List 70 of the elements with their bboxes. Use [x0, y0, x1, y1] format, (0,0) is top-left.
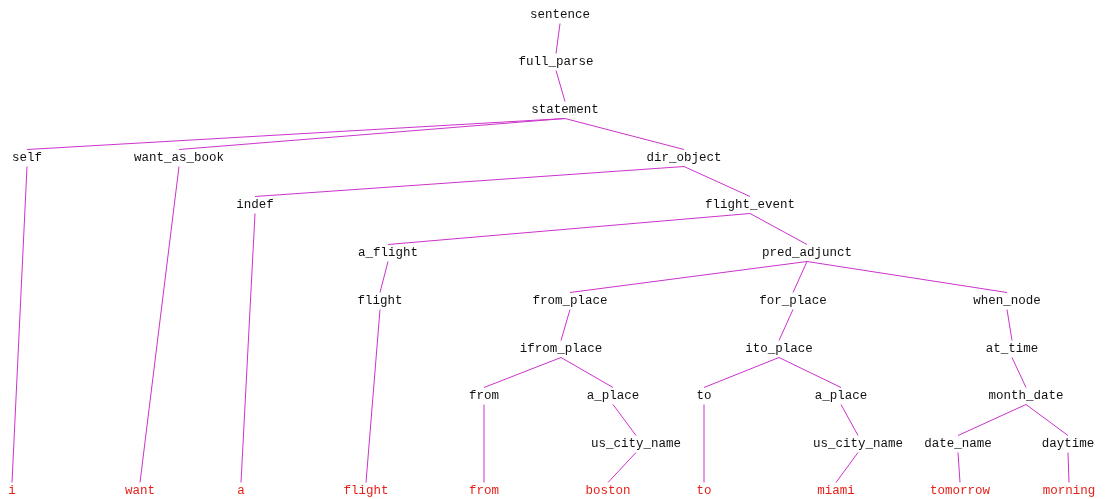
category-label: for_place: [759, 293, 827, 309]
category-label: a_place: [814, 388, 868, 404]
category-label: when_node: [973, 293, 1041, 309]
word-label: to: [696, 483, 712, 499]
tree-branch: [835, 452, 859, 483]
word-label: miami: [817, 483, 855, 499]
word-label: boston: [585, 483, 631, 499]
category-label: full_parse: [518, 54, 594, 70]
category-label: month_date: [988, 388, 1064, 404]
tree-branch: [806, 261, 1008, 293]
tree-branch: [11, 166, 28, 483]
tree-branch: [957, 404, 1027, 436]
tree-branch: [560, 309, 571, 341]
tree-branch: [1067, 452, 1070, 483]
tree-branch: [555, 70, 566, 102]
category-label: from_place: [532, 293, 608, 309]
word-label: a: [237, 483, 245, 499]
tree-branch: [387, 213, 751, 245]
tree-branch: [564, 118, 685, 150]
category-label: a_place: [586, 388, 640, 404]
category-label: self: [12, 150, 42, 166]
tree-branch: [778, 309, 794, 341]
category-label: dir_object: [646, 150, 722, 166]
tree-branch: [792, 261, 808, 293]
tree-branch: [178, 118, 566, 150]
category-label: pred_adjunct: [762, 245, 852, 261]
tree-branch: [612, 404, 637, 436]
category-label: sentence: [530, 7, 590, 23]
tree-branch: [703, 357, 780, 388]
tree-branch: [1025, 404, 1069, 436]
tree-branch: [1006, 309, 1013, 341]
word-label: i: [8, 483, 16, 499]
category-label: ito_place: [745, 341, 813, 357]
tree-branch: [607, 452, 637, 483]
tree-branch: [254, 166, 685, 197]
word-label: flight: [343, 483, 389, 499]
word-label: want: [125, 483, 155, 499]
category-label: statement: [531, 102, 599, 118]
tree-branch: [683, 166, 751, 197]
category-label: us_city_name: [591, 436, 681, 452]
tree-branch: [560, 357, 614, 388]
tree-branch: [483, 404, 485, 483]
tree-branch: [749, 213, 808, 245]
category-label: to: [696, 388, 712, 404]
tree-branch: [569, 261, 808, 293]
category-label: date_name: [924, 436, 992, 452]
category-label: us_city_name: [813, 436, 903, 452]
category-label: want_as_book: [134, 150, 224, 166]
tree-branch: [957, 452, 961, 483]
category-label: from: [469, 388, 499, 404]
category-label: ifrom_place: [519, 341, 603, 357]
category-label: flight_event: [705, 197, 795, 213]
tree-branch: [1011, 357, 1027, 388]
category-label: a_flight: [358, 245, 418, 261]
tree-branch: [240, 213, 256, 483]
word-label: morning: [1042, 483, 1096, 499]
tree-branch: [483, 357, 562, 388]
tree-branch: [703, 404, 705, 483]
word-label: tomorrow: [930, 483, 990, 499]
tree-branch: [379, 261, 389, 293]
category-label: flight: [357, 293, 403, 309]
category-label: at_time: [985, 341, 1039, 357]
category-label: indef: [236, 197, 274, 213]
category-label: daytime: [1041, 436, 1095, 452]
word-label: from: [469, 483, 499, 499]
tree-branch: [139, 166, 180, 483]
tree-branch: [840, 404, 859, 436]
tree-branch: [778, 357, 842, 388]
tree-branch: [365, 309, 381, 483]
tree-branch: [555, 23, 561, 54]
